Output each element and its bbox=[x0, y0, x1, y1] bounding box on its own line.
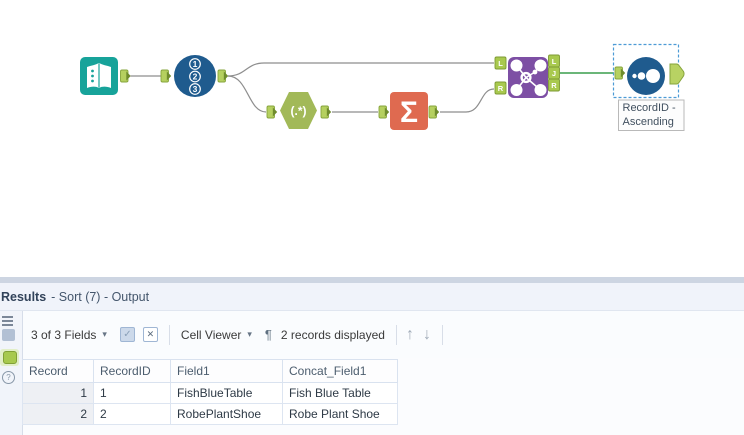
tool-sort[interactable] bbox=[612, 43, 685, 99]
panel-splitter[interactable] bbox=[0, 277, 744, 283]
whitespace-toggle-icon[interactable]: ¶ bbox=[264, 327, 272, 342]
results-body: ? 3 of 3 Fields ▾ ✓ ✕ Cell Viewer ▾ ¶ 2 … bbox=[0, 311, 744, 435]
record-id-icon bbox=[189, 58, 201, 95]
sigma-icon: Σ bbox=[400, 96, 418, 129]
results-header: Results - Sort (7) - Output bbox=[0, 283, 744, 311]
table-row: 2 2 RobePlantShoe Robe Plant Shoe bbox=[22, 403, 398, 425]
tool-join[interactable]: L R L J bbox=[494, 54, 560, 98]
cell-field1[interactable]: RobePlantShoe bbox=[170, 403, 283, 425]
output-anchor[interactable] bbox=[669, 63, 685, 85]
tool-input-data[interactable] bbox=[80, 57, 131, 95]
results-toolbar: 3 of 3 Fields ▾ ✓ ✕ Cell Viewer ▾ ¶ 2 re… bbox=[23, 311, 744, 358]
join-output-anchor-l[interactable]: L bbox=[548, 54, 560, 68]
input-anchor[interactable] bbox=[160, 69, 172, 83]
tool-record-id[interactable]: 1 2 3 bbox=[160, 55, 229, 97]
regex-icon-label: (.*) bbox=[291, 104, 307, 118]
output-anchor-selected[interactable] bbox=[0, 349, 19, 366]
input-anchor[interactable] bbox=[378, 105, 390, 119]
results-table: Record RecordID Field1 Concat_Field1 1 1… bbox=[22, 359, 398, 425]
workflow-canvas[interactable]: 1 2 3 (.*) Σ bbox=[0, 0, 744, 277]
join-input-anchor-l[interactable]: L bbox=[494, 56, 507, 70]
input-anchor[interactable] bbox=[266, 105, 278, 119]
anchor-label-j: J bbox=[552, 69, 556, 78]
input-anchor[interactable] bbox=[614, 66, 626, 80]
column-header-field1[interactable]: Field1 bbox=[170, 359, 283, 383]
cell-recordid[interactable]: 2 bbox=[93, 403, 171, 425]
output-anchor[interactable] bbox=[320, 105, 332, 119]
deselect-all-icon[interactable]: ✕ bbox=[142, 327, 158, 342]
open-book-icon bbox=[87, 63, 111, 88]
fields-dropdown[interactable]: 3 of 3 Fields bbox=[31, 327, 97, 342]
help-icon[interactable]: ? bbox=[2, 371, 15, 384]
table-header-row: Record RecordID Field1 Concat_Field1 bbox=[22, 359, 398, 383]
records-displayed-label: 2 records displayed bbox=[280, 327, 385, 342]
tool-summarize[interactable]: Σ bbox=[378, 92, 440, 130]
join-network-icon bbox=[510, 59, 547, 96]
scroll-up-icon[interactable]: ↑ bbox=[405, 325, 414, 343]
scroll-down-icon[interactable]: ↓ bbox=[422, 325, 431, 343]
cell-concat-field1[interactable]: Fish Blue Table bbox=[282, 382, 398, 404]
chevron-down-icon[interactable]: ▾ bbox=[102, 329, 107, 339]
output-anchor[interactable] bbox=[120, 69, 131, 83]
toolbar-separator bbox=[395, 324, 397, 345]
join-output-anchor-r[interactable]: R bbox=[548, 78, 560, 92]
anchor-label-r: R bbox=[498, 84, 504, 93]
toolbar-separator bbox=[168, 324, 170, 345]
wire-summarize-to-join-r[interactable] bbox=[440, 88, 495, 113]
join-output-anchor-j[interactable]: J bbox=[548, 66, 560, 80]
wire-recordid-to-regex[interactable] bbox=[227, 75, 267, 113]
anchor-label-l: L bbox=[498, 59, 503, 68]
results-left-strip: ? bbox=[0, 311, 23, 435]
toolbar-separator bbox=[441, 324, 443, 345]
output-anchor[interactable] bbox=[428, 105, 440, 119]
join-input-anchor-r[interactable]: R bbox=[494, 81, 507, 95]
tool-anchor-icon[interactable] bbox=[2, 329, 15, 341]
wire-recordid-to-join-l[interactable] bbox=[227, 62, 494, 77]
output-anchor[interactable] bbox=[217, 69, 229, 83]
table-row: 1 1 FishBlueTable Fish Blue Table bbox=[22, 382, 398, 404]
cell-record[interactable]: 2 bbox=[22, 403, 94, 425]
cell-concat-field1[interactable]: Robe Plant Shoe bbox=[282, 403, 398, 425]
results-subtitle: - Sort (7) - Output bbox=[51, 289, 150, 304]
digit-2: 2 bbox=[193, 72, 198, 82]
cell-viewer-dropdown[interactable]: Cell Viewer bbox=[180, 327, 242, 342]
tool-regex[interactable]: (.*) bbox=[266, 92, 332, 129]
annotation-line1: RecordID - bbox=[623, 102, 677, 114]
column-header-recordid[interactable]: RecordID bbox=[93, 359, 171, 383]
cell-field1[interactable]: FishBlueTable bbox=[170, 382, 283, 404]
cell-recordid[interactable]: 1 bbox=[93, 382, 171, 404]
annotation-line2: Ascending bbox=[623, 116, 674, 128]
results-title: Results bbox=[1, 289, 47, 304]
connections bbox=[130, 62, 495, 113]
anchor-label-r: R bbox=[551, 81, 557, 90]
select-all-checkbox-icon[interactable]: ✓ bbox=[119, 327, 135, 342]
chevron-down-icon[interactable]: ▾ bbox=[247, 329, 252, 339]
menu-icon[interactable] bbox=[2, 316, 13, 328]
cell-record[interactable]: 1 bbox=[22, 382, 94, 404]
anchor-label-l: L bbox=[552, 57, 557, 66]
column-header-concat-field1[interactable]: Concat_Field1 bbox=[282, 359, 398, 383]
output-anchor-icon bbox=[2, 351, 17, 364]
sort-dots-icon bbox=[632, 69, 660, 83]
digit-3: 3 bbox=[193, 84, 198, 94]
column-header-record[interactable]: Record bbox=[22, 359, 94, 383]
digit-1: 1 bbox=[193, 59, 198, 69]
sort-annotation[interactable]: RecordID - Ascending bbox=[618, 99, 685, 131]
